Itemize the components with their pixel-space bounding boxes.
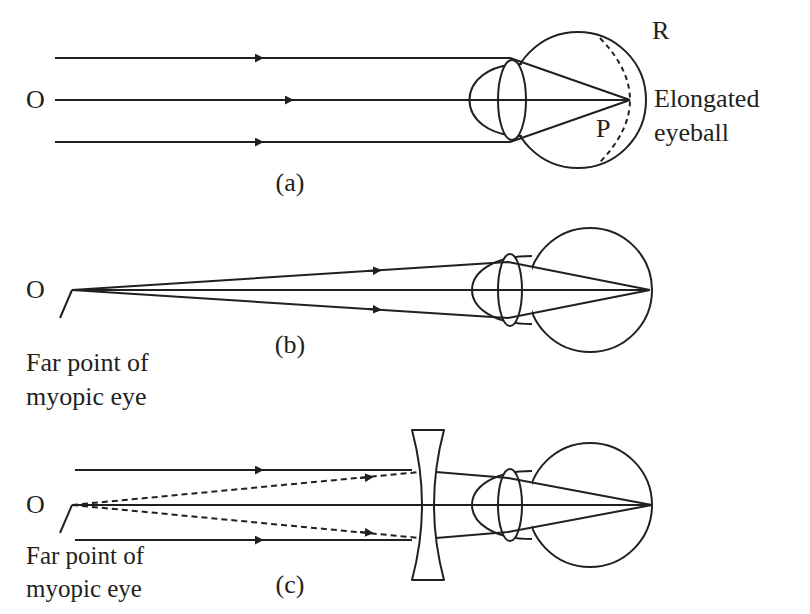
object-point: O: [26, 488, 45, 522]
figure-label: (a): [276, 166, 305, 200]
image-point: P: [596, 112, 610, 146]
object-point: O: [26, 83, 45, 117]
retina-point: R: [652, 14, 669, 48]
eye-c: [60, 430, 652, 580]
object-point: O: [26, 273, 45, 307]
part-label: Elongated eyeball: [654, 82, 794, 150]
eye-b: [60, 228, 652, 352]
figure-label: (b): [275, 328, 305, 362]
figure-label: (c): [276, 568, 305, 602]
note-label: Far point of myopic eye: [26, 346, 201, 414]
eye-a: [55, 32, 646, 168]
note-label: Far point of myopic eye: [26, 540, 201, 605]
